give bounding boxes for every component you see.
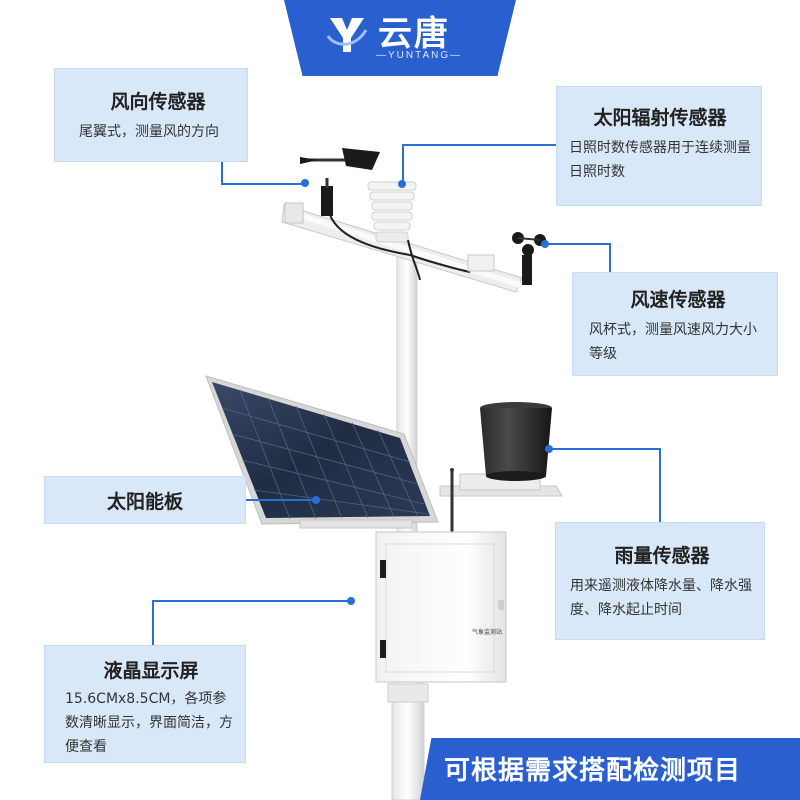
callout-title: 雨量传感器	[614, 545, 710, 567]
callout-title: 风向传感器	[110, 91, 206, 113]
callout-solar-radiation: 太阳辐射传感器 日照时数传感器用于连续测量日照时数	[556, 86, 762, 206]
leader-lcd-h	[152, 600, 350, 602]
callout-desc: 日照时数传感器用于连续测量日照时数	[569, 140, 751, 180]
leader-panel-h	[246, 499, 314, 501]
brand-subtitle: —YUNTANG—	[376, 50, 463, 61]
callout-rain-gauge: 雨量传感器 用来遥测液体降水量、降水强度、降水起止时间	[555, 522, 765, 640]
footer-banner: 可根据需求搭配检测项目	[420, 738, 800, 800]
callout-desc: 用来遥测液体降水量、降水强度、降水起止时间	[570, 578, 752, 618]
marker-dot	[347, 597, 355, 605]
cabinet-label: 气象监测站	[472, 628, 502, 636]
marker-dot	[541, 240, 549, 248]
leader-speed-h	[548, 243, 610, 245]
marker-dot	[312, 496, 320, 504]
callout-title: 太阳能板	[106, 491, 183, 513]
leader-speed-v	[609, 243, 611, 273]
brand-name: 云唐	[378, 14, 450, 54]
callout-solar-panel: 太阳能板	[44, 476, 246, 524]
marker-dot	[545, 445, 553, 453]
leader-lcd-v	[152, 600, 154, 646]
callout-desc: 尾翼式，测量风的方向	[79, 124, 219, 140]
callout-title: 太阳辐射传感器	[593, 107, 727, 129]
callout-wind-direction: 风向传感器 尾翼式，测量风的方向	[54, 68, 248, 162]
leader-radiation-h	[402, 144, 558, 146]
leader-wind-h2	[221, 183, 305, 185]
leader-wind-h	[221, 162, 223, 184]
leader-radiation-v	[402, 144, 404, 184]
callout-wind-speed: 风速传感器 风杯式，测量风速风力大小等级	[572, 272, 778, 376]
callout-title: 风速传感器	[630, 289, 726, 311]
leader-rain-h	[550, 448, 660, 450]
brand-logo-icon	[326, 18, 368, 52]
callout-title: 液晶显示屏	[103, 660, 199, 682]
callout-desc: 15.6CMx8.5CM，各项参数清晰显示，界面简洁，方便查看	[65, 691, 233, 755]
leader-rain-v	[659, 448, 661, 524]
callout-lcd: 液晶显示屏 15.6CMx8.5CM，各项参数清晰显示，界面简洁，方便查看	[44, 645, 246, 763]
footer-text: 可根据需求搭配检测项目	[444, 756, 742, 786]
brand-header: 云唐 —YUNTANG—	[284, 0, 516, 76]
callout-desc: 风杯式，测量风速风力大小等级	[589, 322, 757, 362]
marker-dot	[398, 180, 406, 188]
marker-dot	[301, 179, 309, 187]
